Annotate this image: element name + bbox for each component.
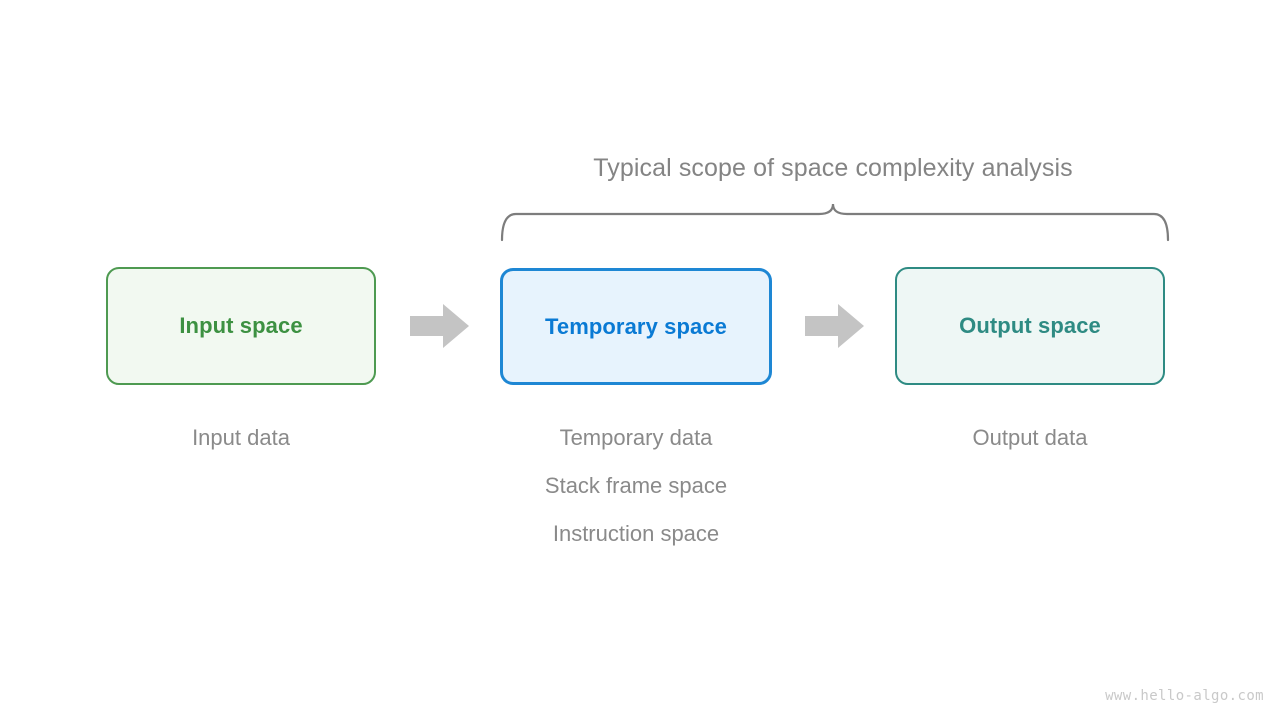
caption-stack-frame-space: Stack frame space (544, 473, 728, 498)
temporary-space-label: Temporary space (544, 313, 728, 339)
output-space-box: Output space (895, 267, 1165, 385)
output-space-label: Output space (959, 313, 1101, 338)
caption-temporary-data: Temporary data (559, 425, 713, 450)
scope-brace-icon (500, 203, 1170, 242)
scope-title: Typical scope of space complexity analys… (593, 154, 1073, 182)
right-arrow-icon-input-to-temporary (410, 304, 469, 348)
caption-instruction-space: Instruction space (552, 521, 720, 546)
input-space-label: Input space (179, 313, 303, 338)
right-arrow-icon-temporary-to-output (805, 304, 864, 348)
caption-input-data: Input data (192, 425, 290, 450)
temporary-space-box: Temporary space (500, 268, 772, 385)
watermark: www.hello-algo.com (1105, 688, 1264, 704)
caption-output-data: Output data (972, 425, 1088, 450)
input-space-box: Input space (106, 267, 376, 385)
